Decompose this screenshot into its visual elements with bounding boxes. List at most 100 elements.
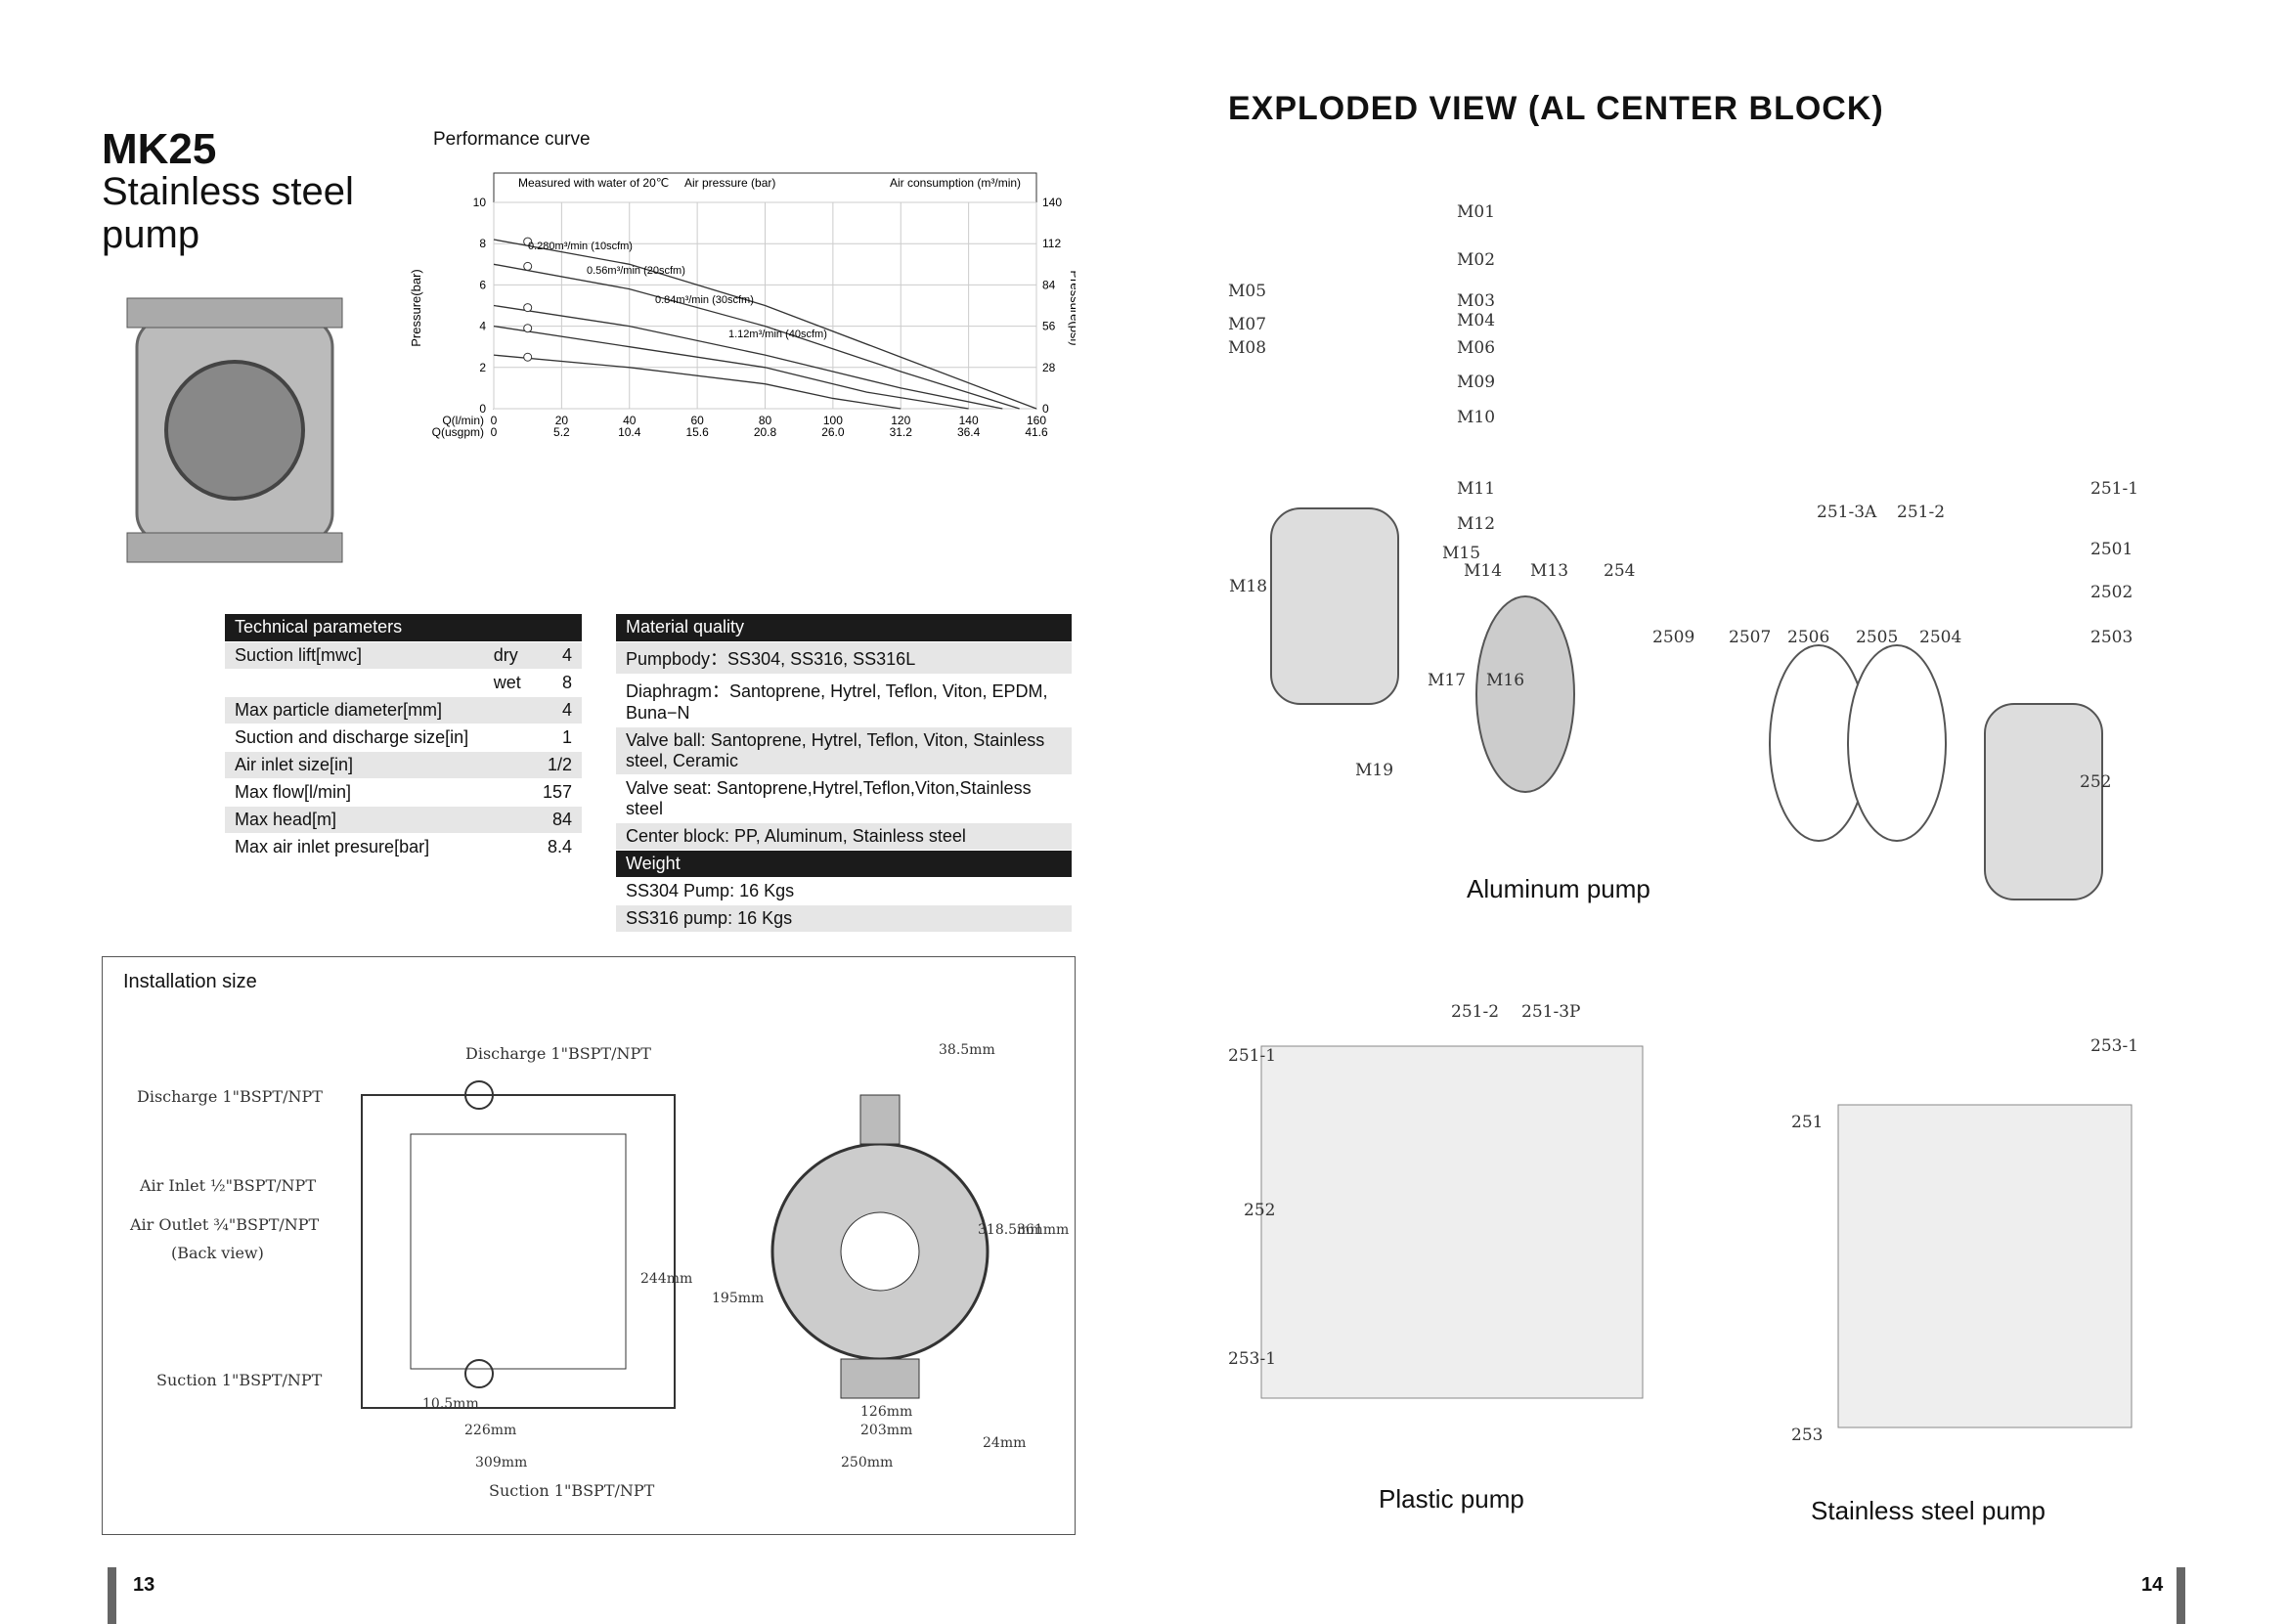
x2-tick: 10.4 [618,425,641,439]
material-cell: Valve seat: Santoprene,Hytrel,Teflon,Vit… [626,777,1032,818]
tech-cell: Suction and discharge size[in] [235,726,469,747]
part-label: M18 [1229,577,1268,596]
install-label: (Back view) [171,1244,264,1262]
part-label: 253 [1791,1426,1824,1445]
x-tick: 120 [891,414,910,427]
part-label: M16 [1486,671,1525,690]
series-line [493,304,1003,410]
dimension-label: 24mm [983,1435,1027,1451]
tech-cell [484,778,532,806]
x2-tick: 36.4 [957,425,981,439]
part-label: 251 [1791,1113,1824,1132]
y-label: Pressure(bar) [411,269,423,346]
part-label: 254 [1604,561,1636,581]
x2-tick: 5.2 [553,425,570,439]
x2-tick: 26.0 [821,425,845,439]
material-cell: Valve ball: Santoprene, Hytrel, Teflon, … [626,729,1045,770]
series-line [493,325,969,410]
tech-cell: 1 [561,726,572,747]
part-label: M12 [1457,514,1496,534]
material-row: Valve ball: Santoprene, Hytrel, Teflon, … [616,726,1072,774]
page-bar-right [2177,1567,2185,1624]
dimension-label: 38.5mm [939,1042,995,1058]
dimension-label: 318.5mm [978,1222,1043,1238]
y2-tick: 28 [1042,361,1056,374]
x2-tick: 31.2 [890,425,913,439]
install-label: Air Outlet ¾"BSPT/NPT [130,1215,320,1234]
x-tick: 40 [623,414,637,427]
part-label: 251-1 [1228,1046,1277,1066]
model-subtitle: Stainless steel pump [102,170,354,256]
exploded-view-title: EXPLODED VIEW (AL CENTER BLOCK) [1228,90,1884,127]
part-label: M05 [1228,282,1267,301]
weight-row: SS316 pump: 16 Kgs [616,904,1072,932]
tech-row: Max flow[l/min]157 [225,778,582,806]
part-label: 2506 [1787,628,1830,647]
tech-row: Max air inlet presure[bar]8.4 [225,833,582,860]
tech-cell: Max flow[l/min] [235,781,352,802]
weight-row: SS304 Pump: 16 Kgs [616,877,1072,904]
tech-cell: 84 [551,809,572,829]
tech-cell: 8 [561,672,572,692]
x-tick: 160 [1027,414,1046,427]
material-row: Diaphragm：Santoprene, Hytrel, Teflon, Vi… [616,674,1072,726]
installation-box [102,956,1076,1535]
install-label: Suction 1"BSPT/NPT [156,1371,323,1389]
tech-cell [484,833,532,860]
x2-tick: 20.8 [754,425,777,439]
tech-cell [225,669,484,696]
x2-tick: 15.6 [685,425,709,439]
dimension-label: 126mm [860,1404,913,1420]
y2-tick: 84 [1042,278,1056,291]
y-tick: 8 [479,237,486,250]
tech-cell [484,724,532,751]
air-consumption-label: 0.280m³/min (10scfm) [528,241,633,252]
tech-row: Max particle diameter[mm]4 [225,696,582,724]
part-label: 252 [1244,1201,1276,1220]
legend-entry: Air pressure (bar) [684,176,775,190]
front-view-drawing [361,1080,676,1409]
part-label: M08 [1228,338,1267,358]
stainless-pump-caption: Stainless steel pump [1811,1496,2045,1525]
part-label: M14 [1464,561,1503,581]
part-label: 2505 [1856,628,1899,647]
x-tick: 80 [759,414,772,427]
tech-row: Suction and discharge size[in] 1 [225,724,582,751]
x-tick: 0 [491,414,498,427]
x2-tick: 41.6 [1025,425,1048,439]
material-cell: Pumpbody：SS304, SS316, SS316L [626,648,916,669]
part-label: 253-1 [2090,1036,2139,1056]
part-label: 251-3P [1521,1002,1581,1022]
part-label: 251-2 [1451,1002,1500,1022]
x2-label: Q(usgpm) [432,425,484,439]
y-tick: 2 [479,361,486,374]
technical-parameters-table: Technical parameters Suction lift[mwc]dr… [225,614,582,861]
y2-tick: 0 [1042,402,1049,416]
tech-row: Air inlet size[in]1/2 [225,751,582,778]
tech-cell: Max air inlet presure[bar] [235,836,430,856]
part-label: M13 [1530,561,1569,581]
model-title: MK25 [102,125,217,173]
x-tick: 100 [823,414,843,427]
tech-row: Max head[m]84 [225,806,582,833]
series-line [493,263,1020,410]
y2-tick: 56 [1042,320,1056,333]
part-label: 253-1 [1228,1349,1277,1369]
material-row: Center block: PP, Aluminum, Stainless st… [616,822,1072,850]
aluminum-pump-caption: Aluminum pump [1467,874,1650,903]
weight-cell: SS304 Pump: 16 Kgs [626,880,795,900]
dimension-label: 226mm [464,1423,517,1438]
tech-cell: Max particle diameter[mm] [235,699,443,720]
tech-cell: dry [493,644,518,665]
series-marker [523,303,533,313]
install-label: Discharge 1"BSPT/NPT [137,1087,323,1106]
material-row: Pumpbody：SS304, SS316, SS316L [616,641,1072,674]
install-label: Air Inlet ½"BSPT/NPT [140,1176,316,1195]
dimension-label: 10.5mm [422,1396,479,1412]
series-line [493,354,902,410]
weight-cell: SS316 pump: 16 Kgs [626,907,793,928]
series-marker [523,352,533,362]
air-consumption-label: 0.56m³/min (20scfm) [587,265,685,277]
